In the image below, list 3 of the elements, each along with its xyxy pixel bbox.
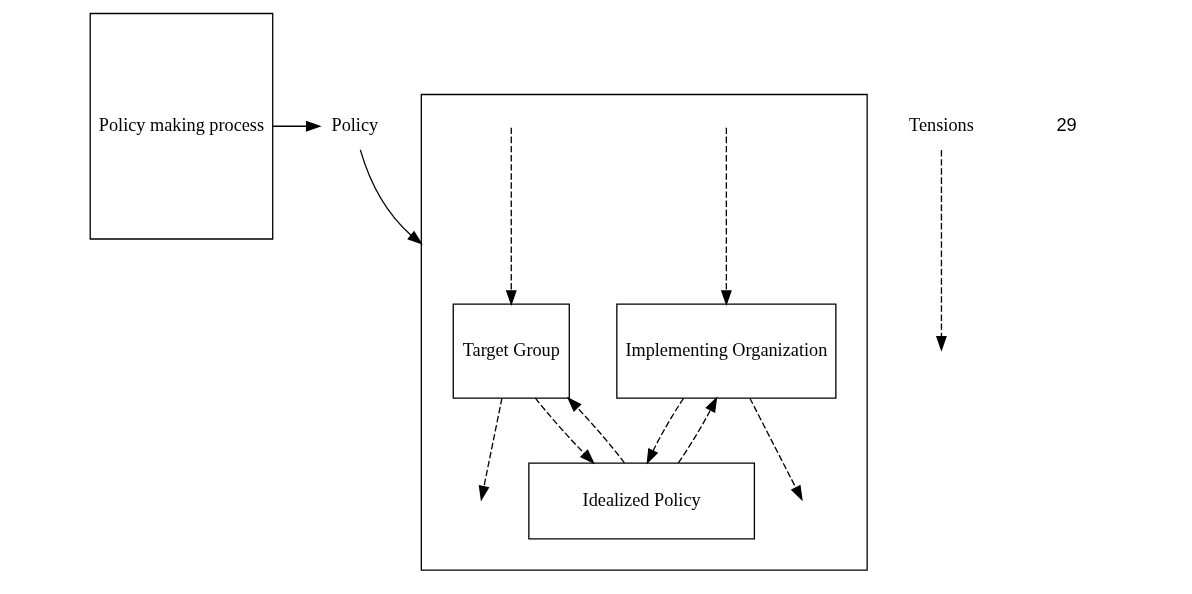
label: 29 bbox=[1056, 114, 1077, 136]
node-text: Policy bbox=[331, 115, 379, 136]
node-text: Tensions bbox=[909, 115, 974, 136]
